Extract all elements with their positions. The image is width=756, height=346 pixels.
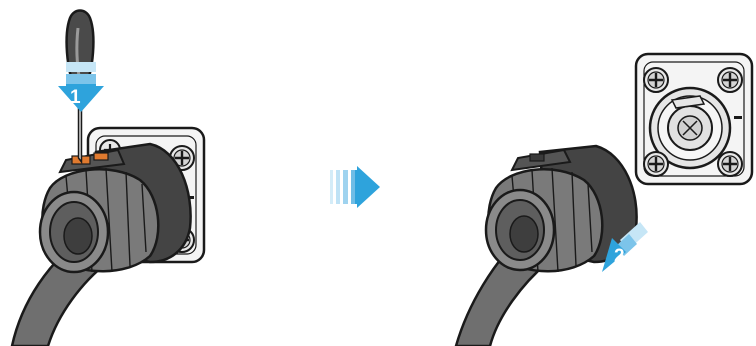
arrow-right-icon xyxy=(330,166,380,208)
step-2-number: 2 xyxy=(614,246,625,267)
connector-left xyxy=(40,144,191,272)
phillips-screw-icon xyxy=(718,68,742,92)
step-1-number: 1 xyxy=(70,87,81,108)
phillips-screw-icon xyxy=(718,152,742,176)
arrow-down-icon xyxy=(58,62,104,112)
right-scene: 2 xyxy=(456,54,752,346)
left-scene: 1 xyxy=(12,11,204,346)
phillips-screw-icon xyxy=(644,68,668,92)
phillips-screw-icon xyxy=(644,152,668,176)
